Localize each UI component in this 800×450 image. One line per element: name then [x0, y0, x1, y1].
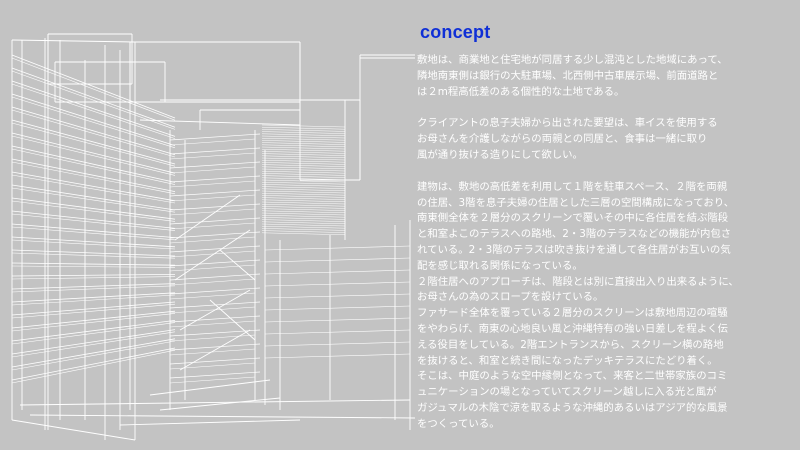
text-line: 配を感じ取れる関係になっている。 [417, 259, 583, 272]
text-line: をつくっている。 [417, 417, 500, 430]
architectural-wireframe-drawing [11, 33, 416, 441]
text-line: は２m程高低差のある個性的な土地である。 [417, 85, 625, 98]
paragraph-3: 建物は、敷地の高低差を利用して１階を駐車スペース、２階を両親 の住居、3階を息子… [417, 180, 793, 433]
text-line: クライアントの息子夫婦から出された要望は、車イスを使用する [417, 117, 718, 130]
text-line: 南東側全体を２層分のスクリーンで覆いその中に各住居を結ぶ階段 [417, 212, 729, 225]
text-line: れている。2・3階のテラスは吹き抜けを通して各住居がお互いの気 [417, 243, 731, 256]
text-line: をやわらげ、南東の心地良い風と沖縄特有の強い日差しを程よく伝 [417, 322, 728, 335]
text-line: ２階住居へのアプローチは、階段とは別に直接出入り出来るように、 [417, 275, 739, 288]
concept-title: concept [420, 22, 491, 42]
text-line: と和室よこのテラスへの路地、2・3階のテラスなどの機能が内包さ [417, 228, 732, 241]
text-line: ュニケーションの場となっていてスクリーン越しに入る光と風が [417, 386, 717, 399]
paragraph-1: 敷地は、商業地と住宅地が同居する少し混沌とした地域にあって、 隣地南東側は銀行の… [417, 53, 793, 100]
text-line: お母さんの為のスロープを設けている。 [417, 291, 604, 304]
text-line: 建物は、敷地の高低差を利用して１階を駐車スペース、２階を両親 [417, 180, 728, 193]
text-line: の住居、3階を息子夫婦の住居とした三層の空間構成になっており、 [417, 196, 735, 209]
text-line: 隣地南東側は銀行の大駐車場、北西側中古車展示場、前面道路と [417, 69, 719, 82]
text-line: 風が通り抜ける造りにして欲しい。 [417, 148, 583, 161]
wireframe-lines [11, 33, 416, 441]
text-line: ファサード全体を覆っている２層分のスクリーンは敷地周辺の喧騒 [417, 307, 728, 320]
paragraph-2: クライアントの息子夫婦から出された要望は、車イスを使用する お母さんを介護しなが… [417, 116, 793, 163]
text-line: ガジュマルの木陰で涼を取るような沖縄的あるいはアジア的な風景 [417, 401, 728, 414]
text-line: 敷地は、商業地と住宅地が同居する少し混沌とした地域にあって、 [417, 54, 728, 66]
text-line: そこは、中庭のような空中縁側となって、来客と二世帯家族のコミ [417, 370, 728, 383]
concept-text: 敷地は、商業地と住宅地が同居する少し混沌とした地域にあって、 隣地南東側は銀行の… [417, 53, 793, 433]
text-line: を抜けると、和室と続き間になったデッキテラスにたどり着く。 [417, 354, 718, 367]
text-line: お母さんを介護しながらの両親との同居と、食事は一緒に取り [417, 133, 708, 146]
text-line: える役目をしている。2階エントランスから、スクリーン横の路地 [417, 338, 724, 351]
